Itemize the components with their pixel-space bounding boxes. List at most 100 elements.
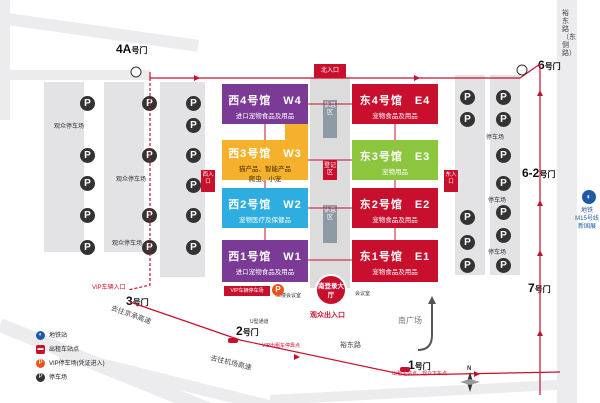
hall-e2[interactable]: 东2号馆 E2 宠物食品及用品 xyxy=(352,188,438,228)
two-floor-meeting: 二楼会议室 xyxy=(276,293,302,299)
north-entrance[interactable]: 北入口 xyxy=(314,64,346,78)
vip-parking-icon: P xyxy=(272,284,284,296)
parking-icon: P xyxy=(496,228,511,243)
parking-icon: P xyxy=(36,372,45,382)
vip-entrance-label: VIP车辆入口 xyxy=(92,285,126,291)
hall-w3-sub: 猫产品、智能产品 xyxy=(239,166,291,173)
parking-icon: P xyxy=(496,90,511,105)
parking-icon: P xyxy=(186,208,201,223)
hall-e4-sub: 宠物食品及用品 xyxy=(372,113,418,120)
hall-w3-extension xyxy=(285,124,308,140)
hall-w3-title: 西3号馆 W3 xyxy=(228,148,302,160)
parking-icon: P xyxy=(80,148,95,163)
audience-entrance[interactable]: 观众出入口 xyxy=(310,312,345,319)
legend-item-taxi: ▬出租车站点 xyxy=(36,344,80,354)
parking-icon: P xyxy=(80,96,95,111)
hall-w4-sub: 进口宠物食品及用品 xyxy=(235,113,295,120)
south-road-label: 裕东路 xyxy=(340,342,361,349)
hall-e4[interactable]: 东4号馆 E4 宠物食品及用品 xyxy=(352,84,438,124)
parking-icon: P xyxy=(186,96,201,111)
vip-parking-icon: P xyxy=(36,358,45,368)
hall-w2-sub: 宠物医疗及保健品 xyxy=(239,217,291,224)
vip-parking: VIP车辆停车场 xyxy=(224,286,270,296)
east-road-label: 裕东路（东侧路） xyxy=(562,10,576,57)
hall-w1-title: 西1号馆 W1 xyxy=(228,251,302,263)
hall-e3-title: 东3号馆 E3 xyxy=(359,151,431,163)
vip-drop-label: VIP出租车停靠点 xyxy=(262,343,301,349)
hall-w1-sub: 进口宠物食品及用品 xyxy=(235,269,295,276)
u-turn-label: U型通道 xyxy=(250,319,269,325)
gate-1[interactable]: 1号门 xyxy=(408,358,431,372)
parking-icon: P xyxy=(496,148,511,163)
hall-w4-title: 西4号馆 W4 xyxy=(228,95,302,107)
audience-parking-label: 观众停车场 xyxy=(112,241,143,247)
parking-icon: P xyxy=(142,240,157,255)
hall-e4-title: 东4号馆 E4 xyxy=(359,95,431,107)
metro-icon: ◐ xyxy=(582,190,596,204)
parking-icon: P xyxy=(80,176,95,191)
parking-icon: P xyxy=(460,112,475,127)
hall-w2-title: 西2号馆 W2 xyxy=(228,199,302,211)
parking-label: 停车场 xyxy=(486,135,505,141)
gate-6[interactable]: 6号门 xyxy=(538,58,561,72)
hall-e3-sub: 宠物用品 xyxy=(382,169,408,176)
east-road xyxy=(557,0,577,403)
hall-e3[interactable]: 东3号馆 E3 宠物用品 xyxy=(352,140,438,180)
west-entrance[interactable]: 西入口 xyxy=(201,170,215,192)
parking-icon: P xyxy=(496,205,511,220)
parking-icon: P xyxy=(80,240,95,255)
parking-icon: P xyxy=(80,208,95,223)
hall-w2[interactable]: 西2号馆 W2 宠物医疗及保健品 xyxy=(222,188,308,228)
rest-area-south: 休息区 xyxy=(323,205,337,243)
parking-icon: P xyxy=(460,90,475,105)
parking-icon: P xyxy=(186,118,201,133)
rest-area-north: 休息区 xyxy=(323,100,337,138)
hall-e1[interactable]: 东1号馆 E1 宠物食品及用品 xyxy=(352,240,438,282)
parking-icon: P xyxy=(186,148,201,163)
north-west-road xyxy=(10,70,150,80)
parking-icon: P xyxy=(186,240,201,255)
parking-icon: P xyxy=(496,176,511,191)
parking-icon: P xyxy=(186,178,201,193)
hall-w3[interactable]: 西3号馆 W3 猫产品、智能产品 爬虫、小宠 xyxy=(222,140,308,183)
reg-zone: 登记区 xyxy=(323,160,337,180)
metro-station: 地铁 M15号线 新国展 xyxy=(575,208,599,230)
east-entrance[interactable]: 东入口 xyxy=(444,170,458,192)
hall-e2-title: 东2号馆 E2 xyxy=(359,199,431,211)
audience-parking-label: 观众停车场 xyxy=(116,177,147,183)
gate-7[interactable]: 7号门 xyxy=(528,281,551,295)
parking-icon: P xyxy=(496,112,511,127)
gate-3[interactable]: 3号门 xyxy=(126,294,149,308)
parking-icon: P xyxy=(460,210,475,225)
parking-label: 停车场 xyxy=(488,250,507,256)
legend-item-metro: ◐地铁站 xyxy=(36,330,67,340)
north-arrow: N xyxy=(467,366,472,372)
south-registration-hall[interactable]: 南登录大厅 xyxy=(315,274,347,306)
parking-icon: P xyxy=(460,235,475,250)
parking-lot-w1 xyxy=(44,82,84,252)
audience-parking-label: 观众停车场 xyxy=(54,124,85,130)
parking-lot-w2 xyxy=(104,82,144,252)
gate-2[interactable]: 2号门 xyxy=(236,324,259,338)
hall-w3-sub2: 爬虫、小宠 xyxy=(248,176,282,183)
parking-icon: P xyxy=(460,258,475,273)
hall-e1-title: 东1号馆 E1 xyxy=(359,251,431,263)
hall-e1-sub: 宠物食品及用品 xyxy=(372,269,418,276)
hall-e2-sub: 宠物食品及用品 xyxy=(372,217,418,224)
hall-w4[interactable]: 西4号馆 W4 进口宠物食品及用品 xyxy=(222,84,308,124)
gate-6-2[interactable]: 6-2号门 xyxy=(522,166,556,180)
meeting-room: 会议室 xyxy=(355,291,371,297)
taxi-icon: ▬ xyxy=(36,344,45,354)
taxi-drop-label: 出租车站点、观众下车点 xyxy=(392,371,448,377)
west-road-stub xyxy=(0,0,10,120)
parking-label: 停车场 xyxy=(488,198,507,204)
parking-icon: P xyxy=(496,258,511,273)
south-plaza-label: 南广场 xyxy=(398,316,422,325)
hall-w1[interactable]: 西1号馆 W1 进口宠物食品及用品 xyxy=(222,240,308,282)
metro-icon: ◐ xyxy=(36,330,45,340)
gate-4a[interactable]: 4A号门 xyxy=(116,42,148,56)
